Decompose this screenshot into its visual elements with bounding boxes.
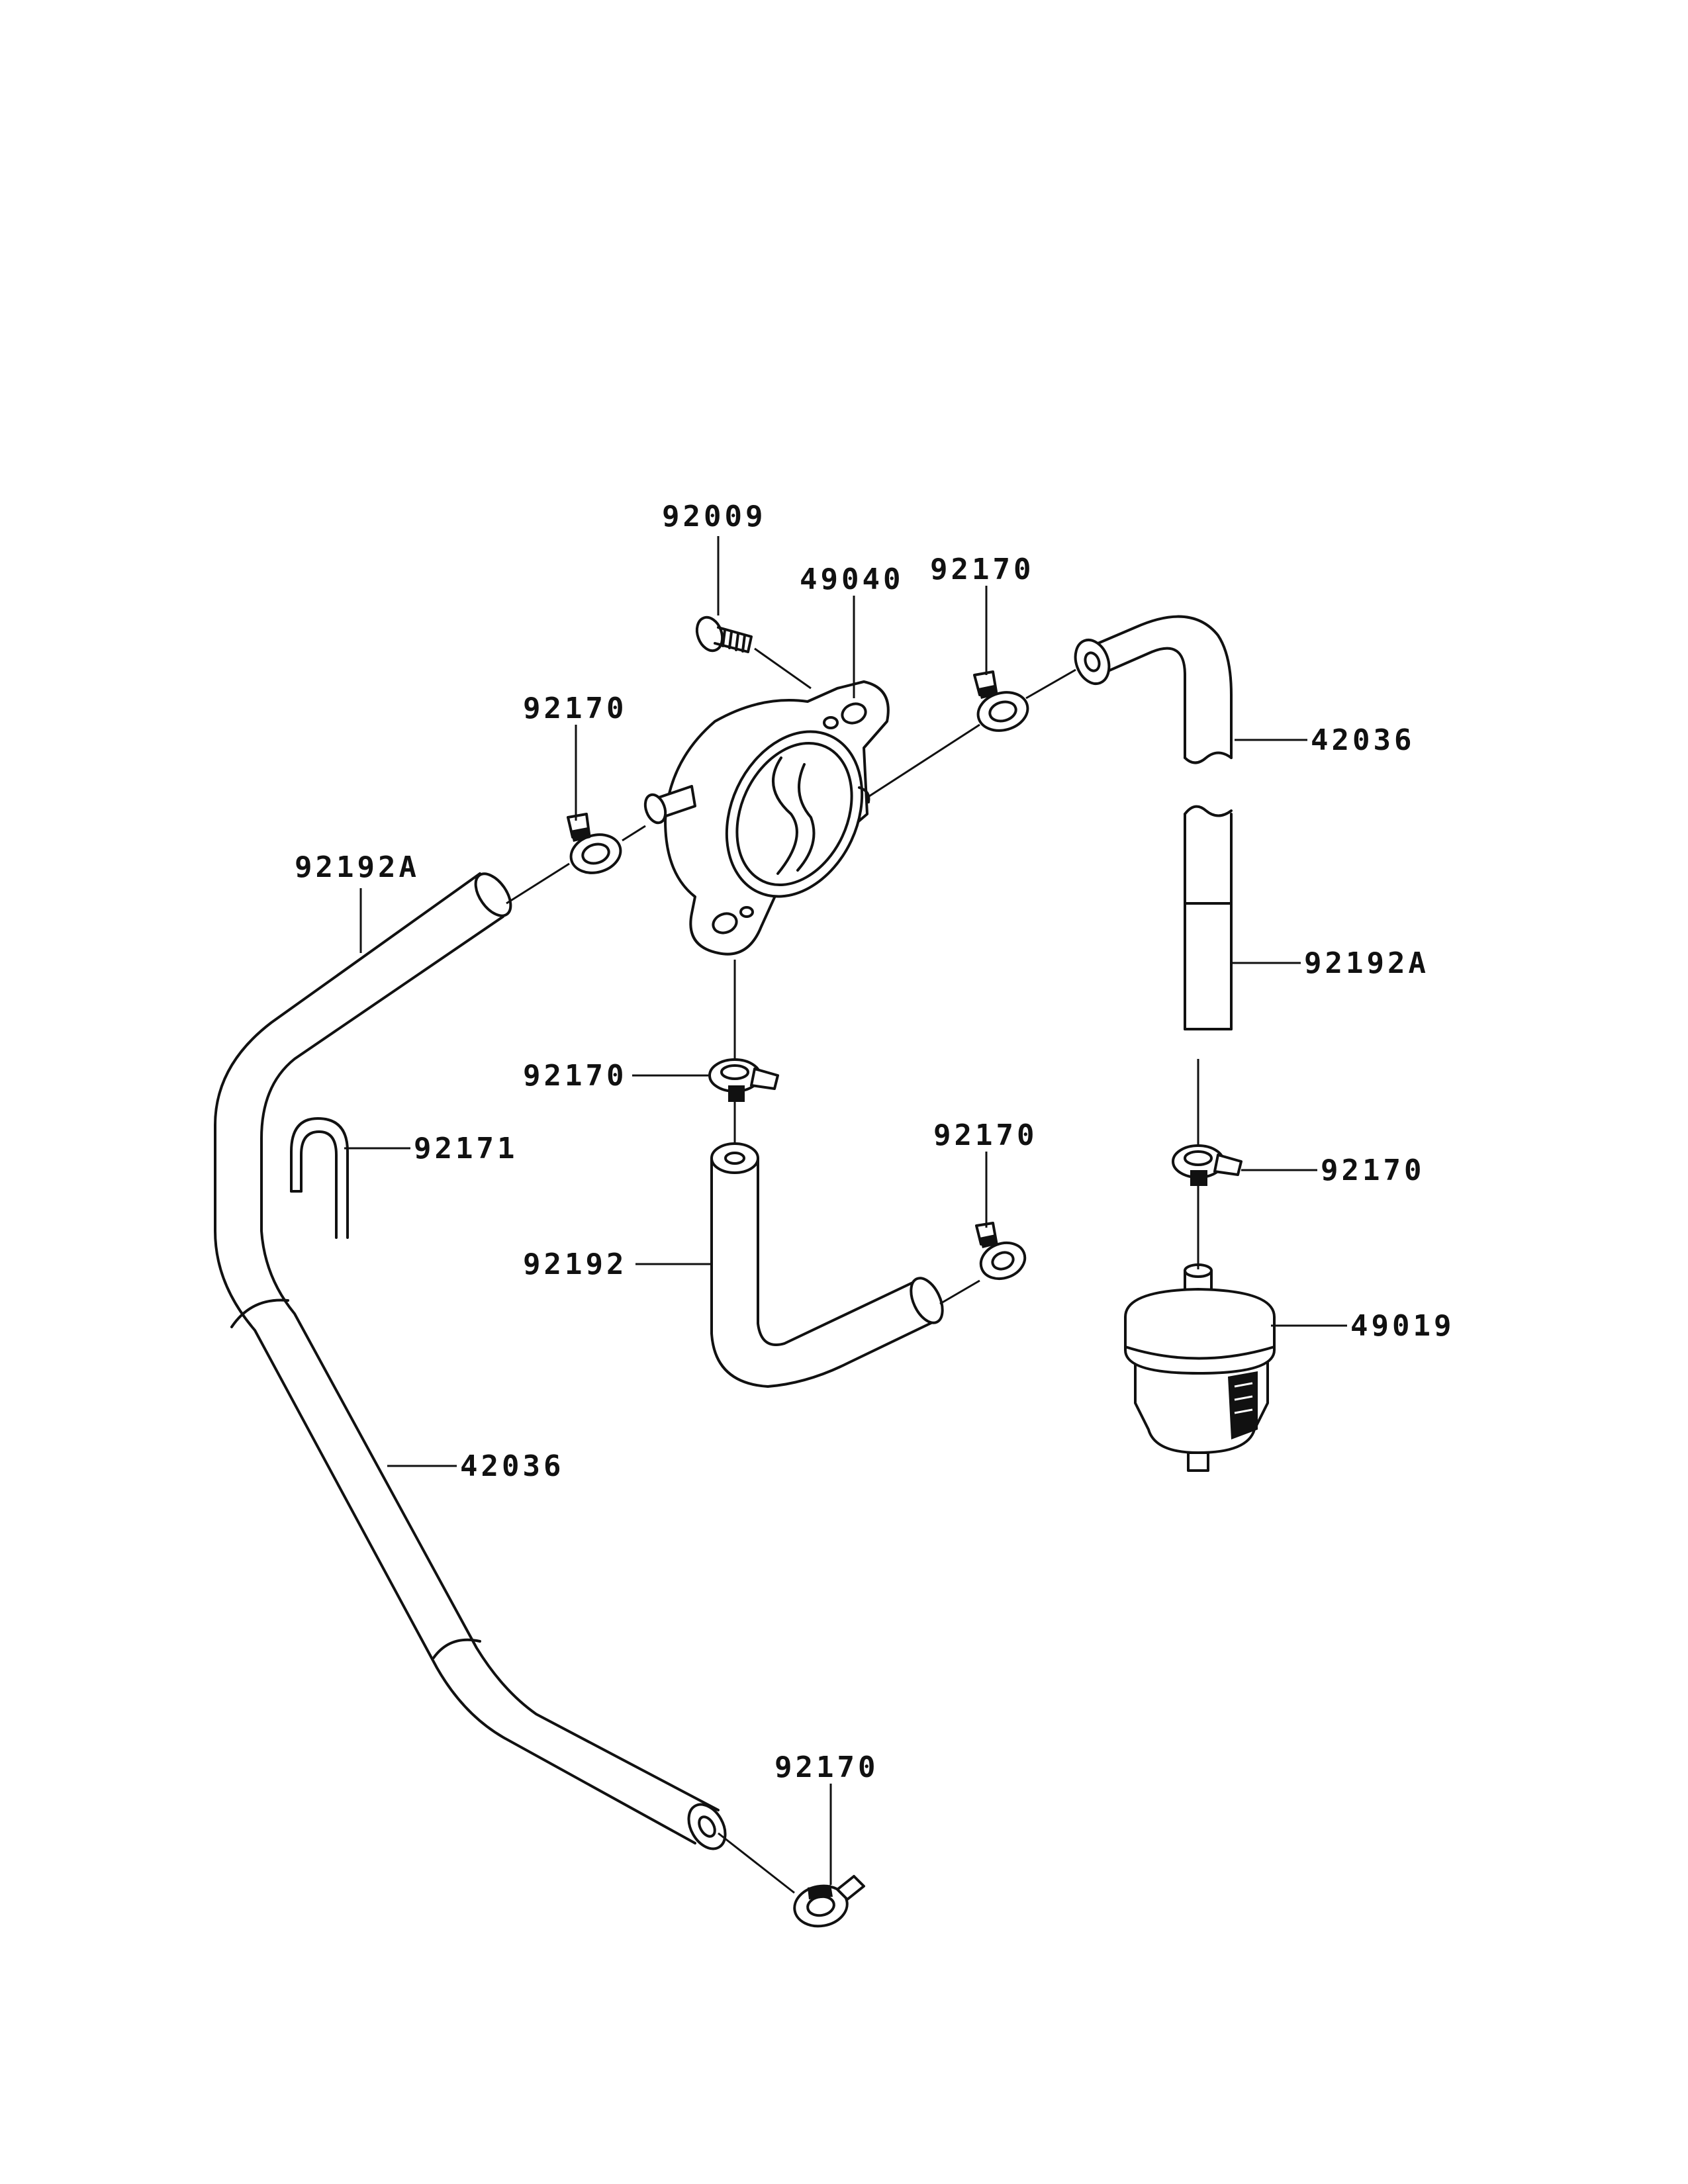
clamp-92170-center	[975, 1222, 1027, 1281]
clip-92171	[290, 1117, 349, 1239]
callout-leaders	[344, 536, 1347, 1885]
screw-92009	[695, 615, 753, 653]
fuel-filter-49019	[1124, 1263, 1276, 1472]
callout-42036-bottom: 42036	[460, 1449, 564, 1483]
callout-49040: 49040	[800, 563, 904, 596]
callout-42036-top: 42036	[1311, 723, 1415, 757]
fuel-pump-49040	[643, 680, 890, 956]
callout-92009: 92009	[662, 500, 766, 533]
callout-92170-left: 92170	[523, 692, 627, 725]
hose-left-long	[214, 872, 727, 1850]
clamp-92170-top	[973, 670, 1029, 732]
hose-right-short	[1184, 805, 1233, 1030]
callout-92170-bottom: 92170	[774, 1751, 878, 1784]
callout-92170-mid: 92170	[523, 1059, 627, 1093]
callout-92170-right: 92170	[1321, 1154, 1425, 1187]
clamp-92170-right	[1172, 1144, 1243, 1186]
callout-92170-top: 92170	[930, 553, 1034, 586]
callout-49019: 49019	[1350, 1309, 1454, 1343]
callout-92171: 92171	[414, 1132, 518, 1165]
callout-92192A-left: 92192A	[295, 850, 420, 884]
callout-92192: 92192	[523, 1248, 627, 1281]
hose-middle-bent	[710, 1142, 944, 1388]
assembly-lines	[506, 647, 1199, 1894]
callout-92170-center: 92170	[933, 1118, 1037, 1152]
callout-92192A-right: 92192A	[1304, 946, 1429, 980]
clamp-92170-bottom	[793, 1875, 865, 1928]
hose-top-right	[1074, 615, 1233, 764]
clamp-92170-mid	[708, 1058, 779, 1102]
clamp-92170-left	[567, 813, 622, 874]
callout-labels: 92009 49040 92170 42036 92170 92192A 921…	[295, 500, 1454, 1784]
